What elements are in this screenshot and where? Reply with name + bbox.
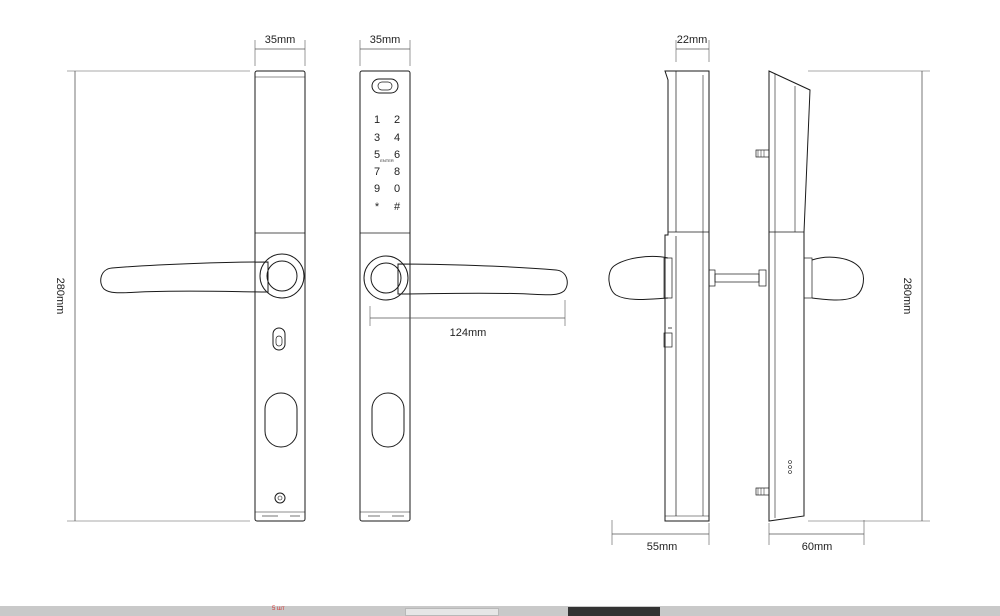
keypad-buttons: 1 2 3 4 5 6 ENTER 7 8 9 0 * #	[374, 114, 401, 213]
key-9: 9	[374, 183, 380, 195]
key-hash: #	[394, 201, 401, 213]
key-7: 7	[374, 166, 380, 178]
front-plate-view	[67, 40, 306, 522]
strip-red-text: 5 шт	[272, 606, 285, 612]
front-height-label: 280mm	[54, 278, 66, 315]
bottom-thumbnail-strip: 5 шт	[0, 606, 1000, 616]
keypad-width-label: 35mm	[370, 34, 401, 46]
key-5: 5	[374, 149, 380, 161]
enter-label: ENTER	[380, 158, 394, 163]
key-star: *	[375, 201, 380, 213]
side-profile-view	[608, 40, 930, 545]
keypad-plate-view	[359, 40, 568, 522]
key-3: 3	[374, 132, 380, 144]
key-4: 4	[394, 132, 400, 144]
side-height-label: 280mm	[901, 278, 913, 315]
strip-document-thumbnail	[405, 608, 499, 616]
key-2: 2	[394, 114, 400, 126]
right-base-label: 60mm	[802, 541, 833, 553]
strip-dark-thumbnail	[568, 607, 660, 616]
left-base-label: 55mm	[647, 541, 678, 553]
handle-length-label: 124mm	[450, 327, 487, 339]
front-width-label: 35mm	[265, 34, 296, 46]
key-8: 8	[394, 166, 400, 178]
key-1: 1	[374, 114, 380, 126]
key-0: 0	[394, 183, 400, 195]
key-6: 6	[394, 149, 400, 161]
side-depth-label: 22mm	[677, 34, 708, 46]
